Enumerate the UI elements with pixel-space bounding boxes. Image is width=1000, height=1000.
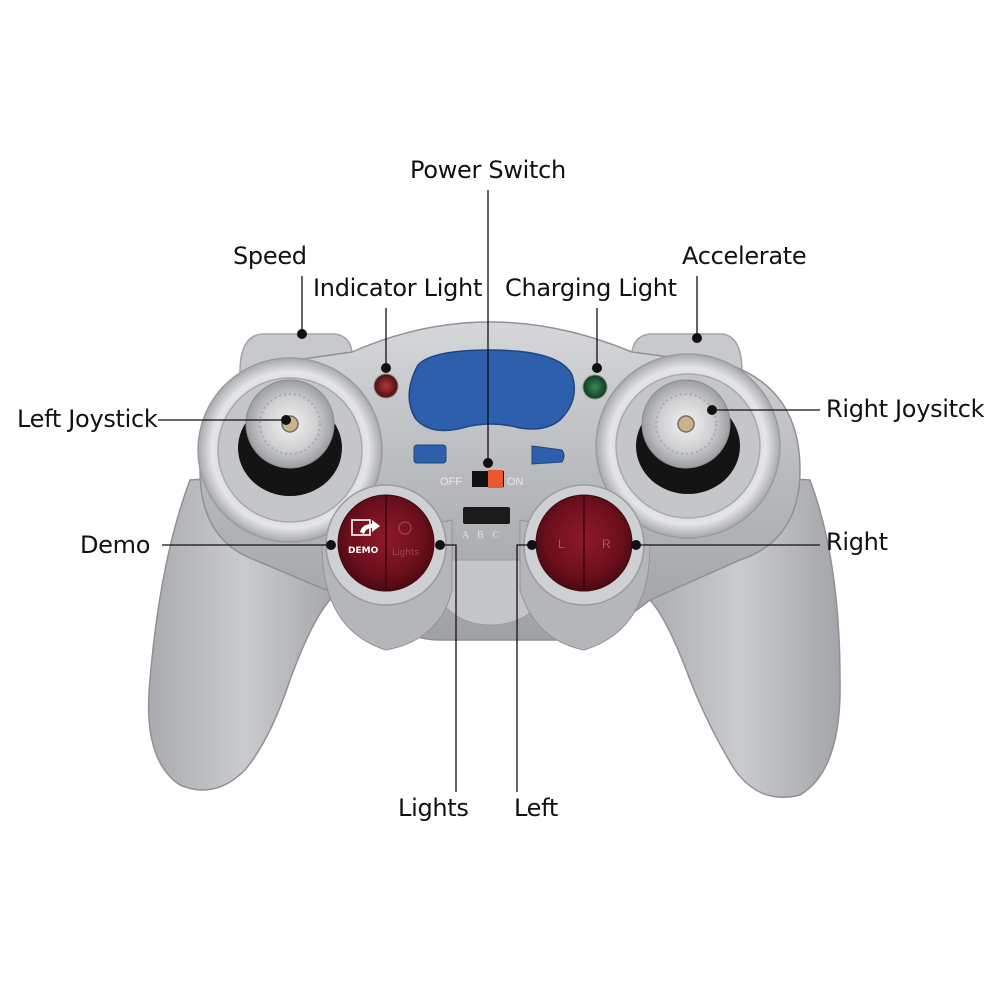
blue-panel [408, 349, 575, 432]
label-right-joystick: Right Joysitck [826, 395, 985, 423]
channel-switch[interactable] [463, 507, 510, 524]
power-switch[interactable] [472, 470, 504, 488]
demo-button[interactable]: DEMO [348, 519, 380, 556]
left-right-button-pod [519, 484, 651, 651]
right-trim-button[interactable] [531, 445, 565, 465]
indicator-light-led [373, 373, 399, 399]
label-charging-light: Charging Light [505, 274, 677, 302]
label-lights: Lights [398, 794, 469, 822]
label-left-joystick: Left Joystick [17, 405, 158, 433]
label-indicator-light: Indicator Light [313, 274, 483, 302]
channel-marking: A B C [462, 530, 502, 541]
label-demo: Demo [80, 531, 151, 559]
charging-light-led [582, 374, 608, 400]
demo-marking: DEMO [348, 546, 379, 556]
left-joystick[interactable] [197, 357, 383, 543]
label-power-switch: Power Switch [410, 156, 566, 184]
power-off-marking: OFF [440, 476, 462, 488]
label-speed: Speed [233, 242, 307, 270]
lights-button[interactable]: Lights [392, 521, 419, 558]
power-on-marking: ON [507, 476, 524, 488]
callout-lines [158, 190, 820, 792]
label-left: Left [514, 794, 558, 822]
lights-marking: Lights [392, 548, 419, 558]
left-trim-button[interactable] [413, 444, 447, 464]
label-accelerate: Accelerate [682, 242, 807, 270]
demo-lights-button-pod [321, 484, 453, 651]
left-button[interactable]: L [558, 537, 565, 551]
label-right: Right [826, 528, 888, 556]
right-button[interactable]: R [602, 537, 611, 551]
